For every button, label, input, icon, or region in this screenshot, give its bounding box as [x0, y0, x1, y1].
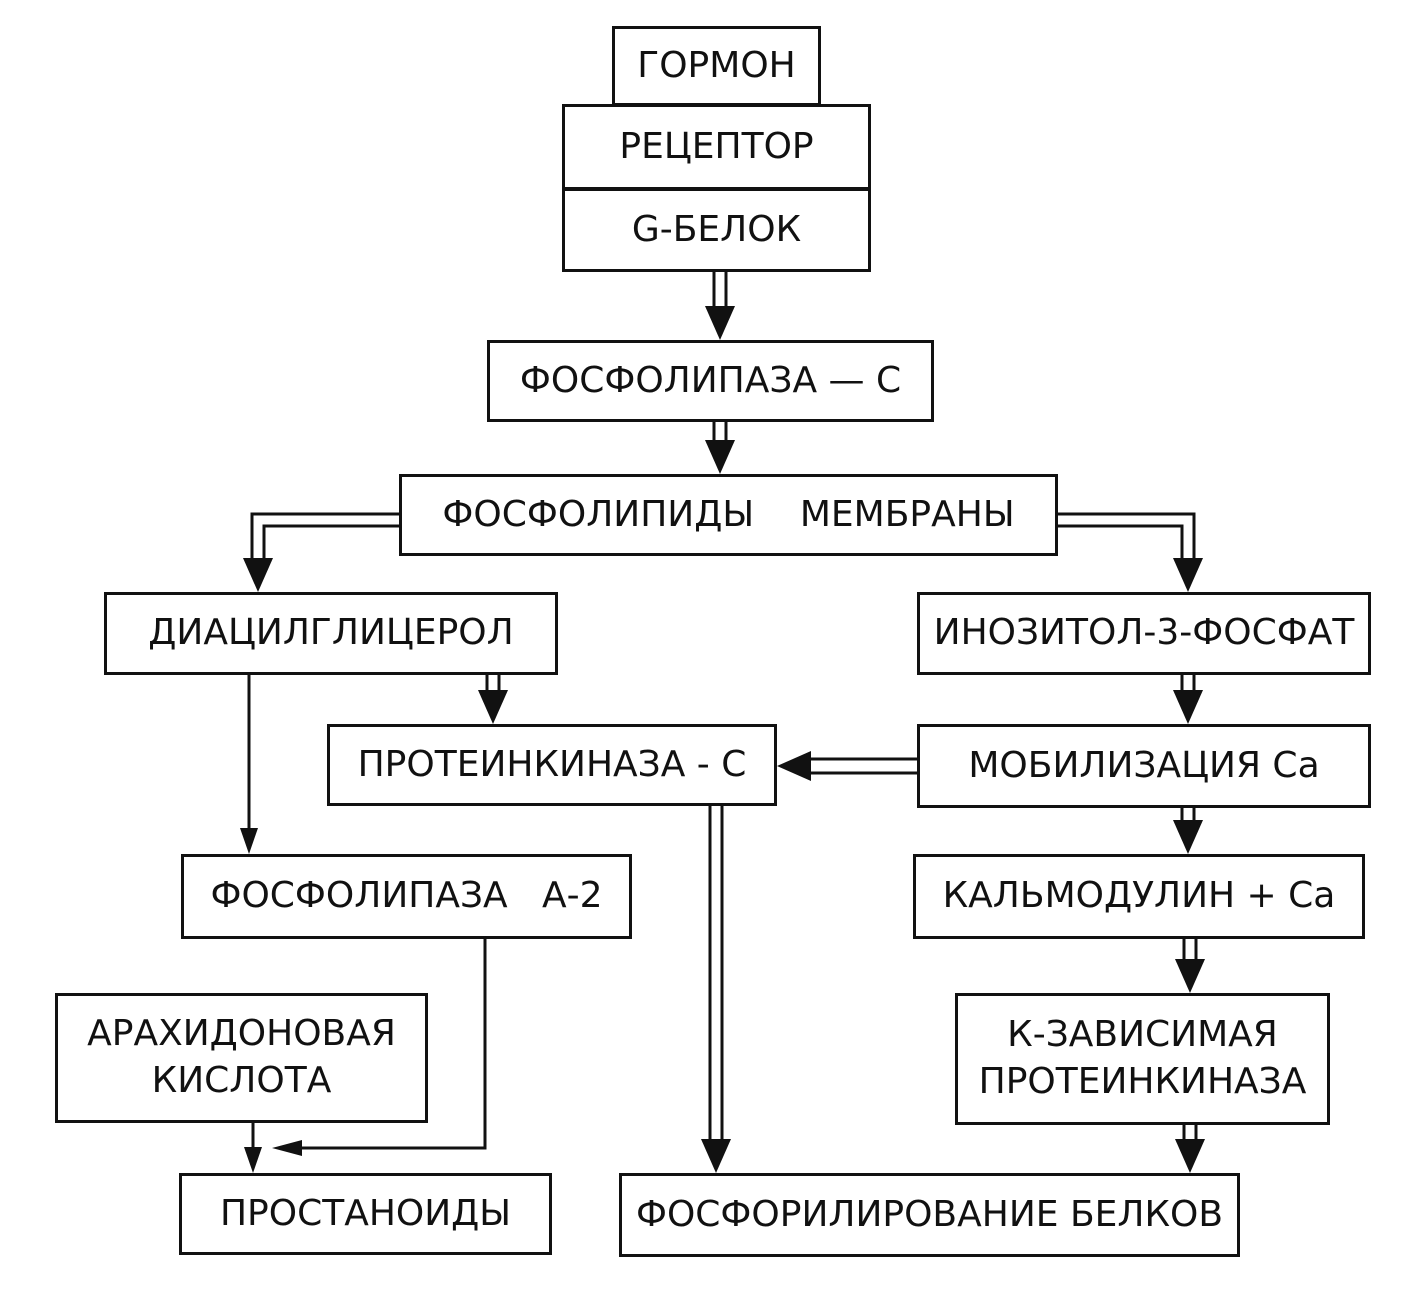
node-diacylglycerol-label: ДИАЦИЛГЛИЦЕРОЛ	[148, 612, 514, 654]
node-arachidonic-acid-line1: АРАХИДОНОВАЯ	[87, 1013, 396, 1055]
node-arachidonic-acid-line2: КИСЛОТА	[151, 1060, 332, 1101]
node-protein-phosphorylation: ФОСФОРИЛИРОВАНИЕ БЕЛКОВ	[619, 1173, 1240, 1257]
node-inositol-3-phosphate-label: ИНОЗИТОЛ-3-ФОСФАТ	[933, 612, 1355, 654]
node-membrane-phospholipids: ФОСФОЛИПИДЫ МЕМБРАНЫ	[399, 474, 1058, 556]
node-ca-mobilization: МОБИЛИЗАЦИЯ Са	[917, 724, 1371, 808]
node-hormone-label: ГОРМОН	[637, 44, 796, 86]
arrow-phospholipids-to-ip3-inner-line	[1058, 524, 1184, 562]
arrow-pkc-to-phosphorylation-head	[701, 1139, 731, 1173]
node-k-dependent-line2: ПРОТЕИНКИНАЗА	[978, 1061, 1307, 1102]
node-phospholipase-a2: ФОСФОЛИПАЗА А-2	[181, 854, 632, 939]
node-membrane-phospholipids-label: ФОСФОЛИПИДЫ МЕМБРАНЫ	[442, 493, 1015, 535]
node-k-dependent-line1: К-ЗАВИСИМАЯ	[1007, 1014, 1278, 1056]
node-inositol-3-phosphate: ИНОЗИТОЛ-3-ФОСФАТ	[917, 592, 1371, 675]
node-receptor: РЕЦЕПТОР	[562, 104, 871, 190]
node-g-protein: G-БЕЛОК	[562, 188, 871, 272]
node-diacylglycerol: ДИАЦИЛГЛИЦЕРОЛ	[104, 592, 558, 675]
node-protein-phosphorylation-label: ФОСФОРИЛИРОВАНИЕ БЕЛКОВ	[635, 1193, 1224, 1235]
node-protein-kinase-c-label: ПРОТЕИНКИНАЗА - С	[357, 743, 747, 785]
arrow-pla2-to-prostanoids-line	[300, 939, 487, 1150]
node-prostanoids-label: ПРОСТАНОИДЫ	[219, 1192, 512, 1234]
arrow-phospholipids-to-dag-head	[243, 558, 273, 592]
node-ca-mobilization-label: МОБИЛИЗАЦИЯ Са	[968, 744, 1320, 786]
arrow-kdep-to-phosphorylation-head	[1175, 1139, 1205, 1173]
arrow-ip3-to-ca-head	[1173, 690, 1203, 724]
node-receptor-label: РЕЦЕПТОР	[619, 125, 814, 167]
arrow-phospholipids-to-dag-outer-line	[250, 512, 399, 562]
arrow-dag-to-pla2-head	[240, 828, 258, 854]
arrow-ca-to-pkc-head	[777, 751, 811, 781]
node-calmodulin-ca: КАЛЬМОДУЛИН + Са	[913, 854, 1365, 939]
arrow-ca-to-calmodulin-head	[1173, 820, 1203, 854]
arrow-pla2-to-prostanoids-head	[272, 1140, 302, 1156]
node-phospholipase-a2-label: ФОСФОЛИПАЗА А-2	[210, 875, 603, 917]
arrow-gprotein-to-plc-head	[705, 306, 735, 340]
arrow-phospholipids-to-dag-inner-line	[262, 524, 399, 562]
arrow-dag-to-pkc-head	[478, 690, 508, 724]
arrow-phospholipids-to-ip3-head	[1173, 558, 1203, 592]
arrow-plc-to-phospholipids-head	[705, 440, 735, 474]
node-prostanoids: ПРОСТАНОИДЫ	[179, 1173, 552, 1255]
node-k-dependent-protein-kinase: К-ЗАВИСИМАЯ ПРОТЕИНКИНАЗА	[955, 993, 1330, 1125]
node-phospholipase-c-label: ФОСФОЛИПАЗА — С	[519, 359, 902, 401]
node-protein-kinase-c: ПРОТЕИНКИНАЗА - С	[327, 724, 777, 806]
arrow-calmodulin-to-kdep-head	[1175, 959, 1205, 993]
node-g-protein-label: G-БЕЛОК	[631, 208, 802, 250]
arrow-arachidonic-to-prostanoids-head	[244, 1147, 262, 1173]
node-arachidonic-acid: АРАХИДОНОВАЯ КИСЛОТА	[55, 993, 428, 1123]
node-calmodulin-ca-label: КАЛЬМОДУЛИН + Са	[942, 875, 1336, 917]
node-hormone: ГОРМОН	[612, 26, 821, 106]
arrow-phospholipids-to-ip3-outer-line	[1058, 512, 1196, 562]
node-phospholipase-c: ФОСФОЛИПАЗА — С	[487, 340, 934, 422]
